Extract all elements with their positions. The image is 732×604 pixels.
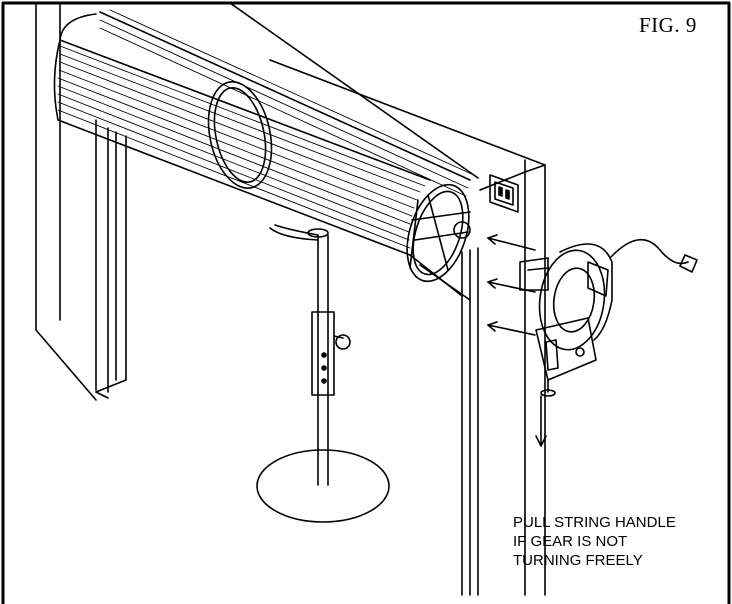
roller-curtain-drum xyxy=(53,2,479,301)
insertion-arrows xyxy=(487,234,536,336)
note-line-1: PULL STRING HANDLE xyxy=(513,514,676,531)
support-stand xyxy=(256,224,390,523)
pull-arrow xyxy=(535,395,547,447)
drum-retaining-ring xyxy=(207,81,273,189)
figure-label: FIG. 9 xyxy=(639,13,697,37)
note-line-3: TURNING FREELY xyxy=(513,552,643,569)
power-outlet xyxy=(489,174,519,213)
note-line-2: IF GEAR IS NOT xyxy=(513,533,628,550)
right-guide-rail xyxy=(461,247,479,596)
motor-unit xyxy=(519,238,698,397)
door-opening-wall xyxy=(35,2,127,401)
pull-string-note: PULL STRING HANDLE IF GEAR IS NOT TURNIN… xyxy=(513,513,676,570)
drum-end-wheel xyxy=(406,183,471,283)
